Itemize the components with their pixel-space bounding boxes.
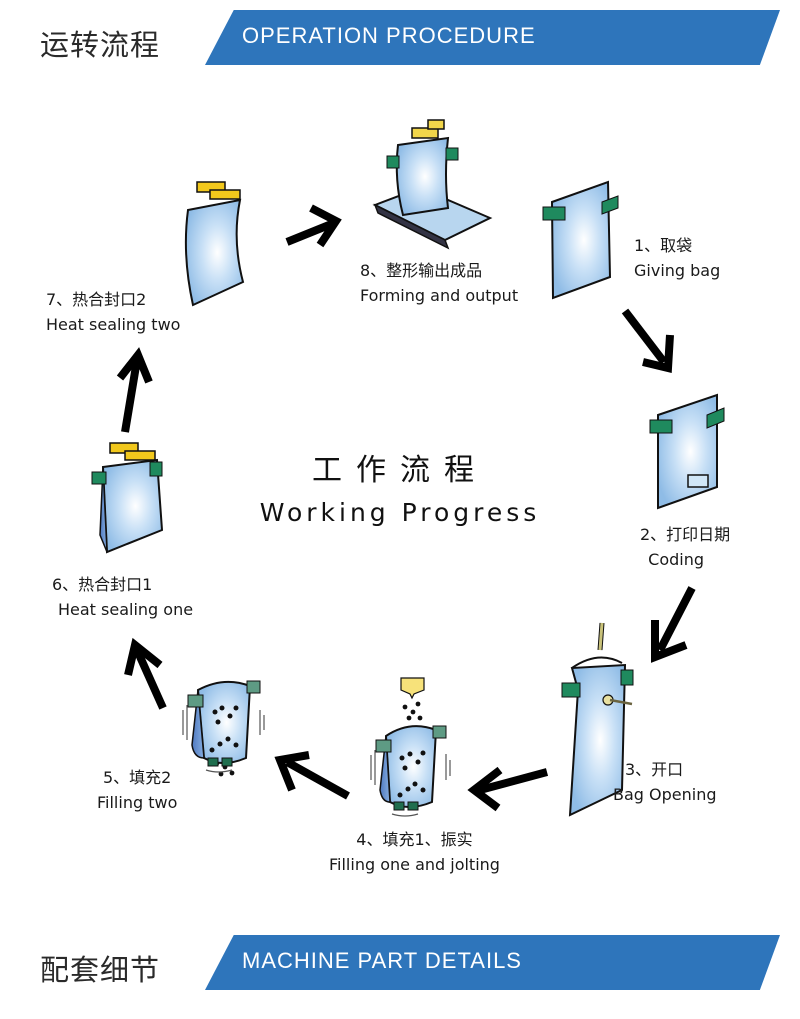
- step-en: Forming and output: [360, 286, 519, 305]
- section-title-cn: 配套细节: [40, 953, 161, 987]
- step-en: Heat sealing two: [46, 315, 181, 334]
- section-banner: [205, 935, 780, 990]
- step-en: Giving bag: [634, 261, 721, 280]
- step-cn: 5、填充2: [103, 768, 172, 787]
- bag-filling-icon: [182, 680, 265, 777]
- step-cn: 6、热合封口1: [52, 575, 153, 594]
- bag-filling-jolting-icon: [370, 677, 451, 817]
- step-7-label: 7、热合封口2 Heat sealing two: [46, 287, 180, 337]
- arrow-4-to-5-icon: [274, 751, 350, 800]
- section-title-en: MACHINE PART DETAILS: [242, 948, 522, 973]
- step-3-label: 3、开口 Bag Opening: [613, 757, 717, 807]
- step-cn: 1、取袋: [634, 236, 693, 255]
- step-2-label: 2、打印日期 Coding: [640, 522, 730, 572]
- section-title-en: OPERATION PROCEDURE: [242, 23, 536, 48]
- working-progress-diagram: 1、取袋 Giving bag 2、打印日期 Coding 3、开口 Bag O…: [0, 90, 800, 920]
- diagram-title-en: Working Progress: [259, 498, 541, 527]
- arrow-6-to-7-icon: [116, 347, 153, 433]
- heat-sealing-icon: [184, 181, 245, 307]
- diagram-title-cn: 工作流程: [312, 453, 488, 488]
- step-en: Filling two: [97, 793, 178, 812]
- arrow-3-to-4-icon: [467, 766, 549, 812]
- step-cn: 2、打印日期: [640, 525, 731, 544]
- step-1-label: 1、取袋 Giving bag: [634, 233, 720, 283]
- step-cn: 8、整形输出成品: [360, 261, 483, 280]
- step-cn: 4、填充1、振实: [356, 830, 473, 849]
- section-header-operation: 运转流程 OPERATION PROCEDURE: [0, 10, 800, 70]
- step-6-label: 6、热合封口1 Heat sealing one: [52, 572, 193, 622]
- bag-giving-icon: [542, 180, 619, 300]
- step-cn: 3、开口: [625, 760, 684, 779]
- conveyor-output-icon: [372, 119, 493, 250]
- section-header-machine-parts: 配套细节 MACHINE PART DETAILS: [0, 935, 800, 995]
- heat-sealing-icon: [91, 442, 164, 554]
- bag-opening-icon: [561, 622, 634, 817]
- step-8-label: 8、整形输出成品 Forming and output: [360, 258, 518, 308]
- flow-arrows: [116, 204, 696, 812]
- step-en: Bag Opening: [613, 785, 717, 804]
- section-title-cn: 运转流程: [40, 28, 161, 62]
- arrow-7-to-8-icon: [285, 204, 342, 248]
- step-4-label: 4、填充1、振实 Filling one and jolting: [329, 827, 500, 877]
- section-banner: [205, 10, 780, 65]
- arrow-2-to-3-icon: [651, 586, 696, 663]
- step-5-label: 5、填充2 Filling two: [97, 765, 177, 815]
- arrow-5-to-6-icon: [124, 637, 167, 710]
- bag-coding-icon: [649, 393, 725, 510]
- step-en: Filling one and jolting: [329, 855, 500, 874]
- step-en: Coding: [648, 550, 705, 569]
- step-cn: 7、热合封口2: [46, 290, 147, 309]
- step-en: Heat sealing one: [58, 600, 194, 619]
- arrow-1-to-2-icon: [621, 308, 674, 374]
- diagram-graphics: [91, 119, 725, 817]
